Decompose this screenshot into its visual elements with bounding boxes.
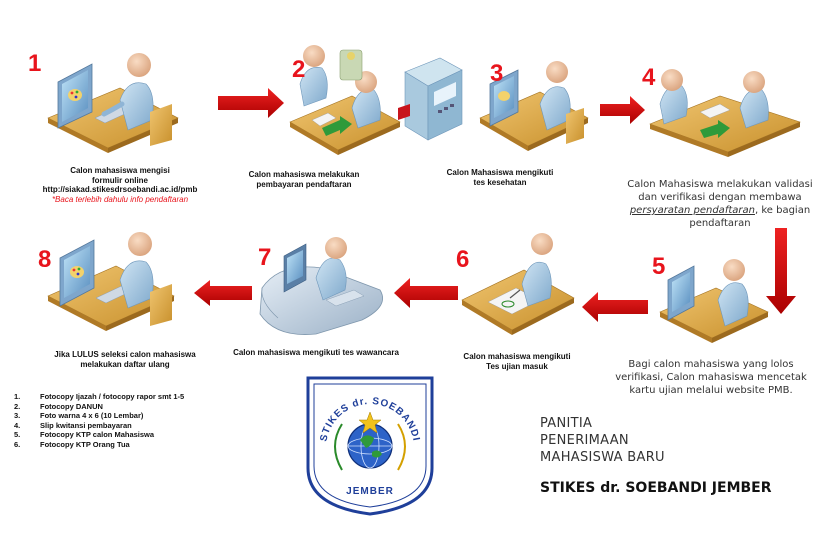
list-item: 3.Foto warna 4 x 6 (10 Lembar) — [14, 411, 144, 420]
step-5-illustration — [659, 259, 769, 343]
arrow-left-1 — [582, 292, 648, 322]
step-number-6: 6 — [456, 246, 470, 273]
step-4-illustration — [649, 69, 801, 157]
arrow-down — [766, 228, 796, 314]
requirements-link[interactable]: persyaratan pendaftaran — [629, 205, 755, 216]
list-item: 4.Slip kwitansi pembayaran — [14, 420, 132, 430]
step-1-caption: Calon mahasiswa mengisi formulir online … — [30, 166, 210, 204]
committee-heading: PANITIA PENERIMAAN MAHASISWA BARU — [540, 416, 665, 465]
step-number-4: 4 — [642, 64, 656, 91]
step-8-illustration — [47, 232, 175, 331]
atm-illustration — [398, 57, 463, 141]
step-8-caption: Jika LULUS seleksi calon mahasiswa melak… — [54, 350, 196, 369]
list-item: 6.Fotocopy KTP Orang Tua — [14, 439, 130, 449]
arrow-left-2 — [394, 278, 458, 308]
stikes-logo: STIKES dr. SOEBANDI JEMBER — [306, 376, 434, 516]
step-number-5: 5 — [652, 253, 666, 280]
step-3-illustration — [479, 61, 589, 151]
step-3-caption: Calon Mahasiswa mengikuti tes kesehatan — [446, 168, 554, 187]
list-item: 2.Fotocopy DANUN — [14, 401, 103, 411]
step-7-illustration — [259, 237, 384, 335]
arrow-right-1 — [218, 88, 284, 118]
step-number-2: 2 — [292, 56, 306, 83]
list-item: 5.Fotocopy KTP calon Mahasiswa — [14, 430, 155, 439]
step-1-illustration — [47, 53, 179, 153]
step-2-caption: Calon mahasiswa melakukan pembayaran pen… — [248, 170, 360, 189]
step-5-description: Bagi calon mahasiswa yang lolos verifika… — [615, 359, 807, 396]
list-item: 1.Fotocopy Ijazah / fotocopy rapor smt 1… — [14, 392, 185, 401]
step-6-illustration — [461, 233, 575, 335]
requirements-list: 1.Fotocopy Ijazah / fotocopy rapor smt 1… — [14, 392, 184, 449]
step-1-note: *Baca terlebih dahulu info pendaftaran — [51, 194, 189, 204]
step-4-description: Calon Mahasiswa melakukan validasi dan v… — [627, 179, 813, 229]
arrow-right-2 — [600, 96, 645, 124]
logo-bottom-text: JEMBER — [346, 486, 394, 497]
step-number-1: 1 — [28, 50, 42, 77]
step-number-8: 8 — [38, 246, 52, 273]
arrow-left-3 — [194, 280, 252, 306]
institution-name: STIKES dr. SOEBANDI JEMBER — [540, 480, 772, 496]
step-number-3: 3 — [490, 60, 504, 87]
step-7-caption: Calon mahasiswa mengikuti tes wawancara — [233, 348, 399, 357]
step-2-illustration — [289, 45, 401, 155]
step-number-7: 7 — [258, 244, 272, 271]
step-6-caption: Calon mahasiswa mengikuti Tes ujian masu… — [463, 352, 571, 371]
